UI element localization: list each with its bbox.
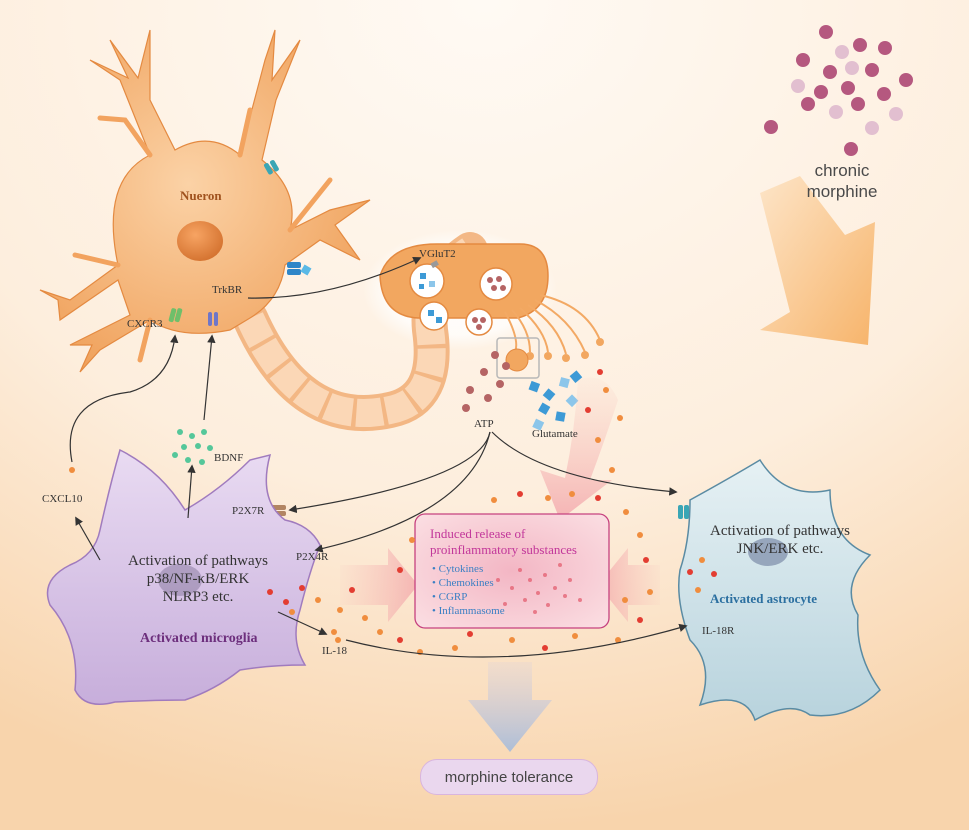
- bdnf-label: BDNF: [214, 452, 244, 464]
- microglia-pathway-line1: Activation of pathways: [128, 553, 268, 569]
- p2x4r-label: P2X4R: [296, 551, 329, 563]
- microglia-title: Activated microglia: [140, 631, 258, 646]
- astrocyte-pathway-line2: JNK/ERK etc.: [736, 541, 824, 557]
- neuron-title: Nueron: [180, 188, 222, 203]
- synaptic-vesicles: [409, 263, 513, 336]
- astrocyte-title: Activated astrocyte: [710, 591, 817, 606]
- microglia-to-il18-arrow: [277, 611, 328, 636]
- cxcr3-label: CXCR3: [127, 318, 163, 330]
- microglia-to-cxcl10-arrow: [75, 516, 101, 561]
- glutamate-label: Glutamate: [532, 428, 578, 440]
- bdnf-to-trkbr-arrow: [203, 334, 216, 421]
- substance-item: CGRP: [432, 590, 505, 604]
- microglia-pathway-line2: p38/NF-κB/ERK: [146, 571, 250, 587]
- microglia-pathway-line3: NLRP3 etc.: [162, 589, 234, 605]
- morphine-tolerance-label: morphine tolerance: [420, 759, 598, 795]
- neuron-nucleus: [177, 221, 223, 261]
- atp-to-astrocyte-arrow: [491, 431, 678, 496]
- cxcl10-label: CXCL10: [42, 493, 83, 505]
- glutamate-molecules: [528, 370, 583, 431]
- atp-molecules: [462, 351, 510, 412]
- microglia-release-arrow: [340, 548, 418, 622]
- substance-item: Cytokines: [432, 562, 505, 576]
- inflammatory-particles: [69, 369, 717, 655]
- cxcl10-to-cxcr3-arrow: [69, 334, 179, 463]
- substance-item: Chemokines: [432, 576, 505, 590]
- il18-to-il18r-arrow: [345, 623, 688, 658]
- chronic-morphine-arrow: [760, 176, 875, 345]
- atp-label: ATP: [474, 418, 494, 430]
- microglia-nucleus: [158, 564, 202, 596]
- il18-label: IL-18: [322, 645, 348, 657]
- atp-to-p2x4r-arrow: [314, 431, 491, 553]
- trkbr-label: TrkBR: [212, 284, 243, 296]
- chronic-label-line1: chronic: [814, 161, 870, 180]
- bdnf-molecules: [172, 429, 213, 465]
- astrocyte-pathway-text: Activation of pathways JNK/ERK etc.: [700, 522, 860, 558]
- morphine-particles: [764, 25, 913, 156]
- astrocyte-cell: [678, 458, 881, 722]
- microglia-pathway-text: Activation of pathways p38/NF-κB/ERK NLR…: [118, 552, 278, 606]
- release-substance-list: Cytokines Chemokines CGRP Inflammasome: [432, 562, 505, 618]
- astrocyte-pathway-line1: Activation of pathways: [710, 523, 850, 539]
- tolerance-arrow: [468, 662, 552, 752]
- release-title-line2: proinflammatory substances: [430, 542, 577, 557]
- p2x7r-label: P2X7R: [232, 505, 265, 517]
- presynaptic-terminal: [379, 243, 604, 379]
- trkbr-to-vglut2-arrow: [247, 257, 422, 299]
- chronic-morphine-label: chronic morphine: [772, 160, 912, 202]
- astrocyte-release-arrow: [598, 548, 660, 622]
- release-arrow-down: [540, 377, 618, 520]
- release-title-line1: Induced release of: [430, 526, 526, 541]
- substance-item: Inflammasome: [432, 604, 505, 618]
- microglia-to-bdnf-arrow: [187, 464, 196, 519]
- atp-to-p2x7r-arrow: [288, 431, 491, 514]
- chronic-label-line2: morphine: [806, 182, 878, 201]
- signal-arrows: [69, 257, 688, 658]
- il18r-label: IL-18R: [702, 625, 735, 637]
- astrocyte-nucleus: [748, 538, 788, 566]
- vglut2-label: VGluT2: [419, 248, 456, 260]
- release-box-title: Induced release of proinflammatory subst…: [430, 526, 605, 558]
